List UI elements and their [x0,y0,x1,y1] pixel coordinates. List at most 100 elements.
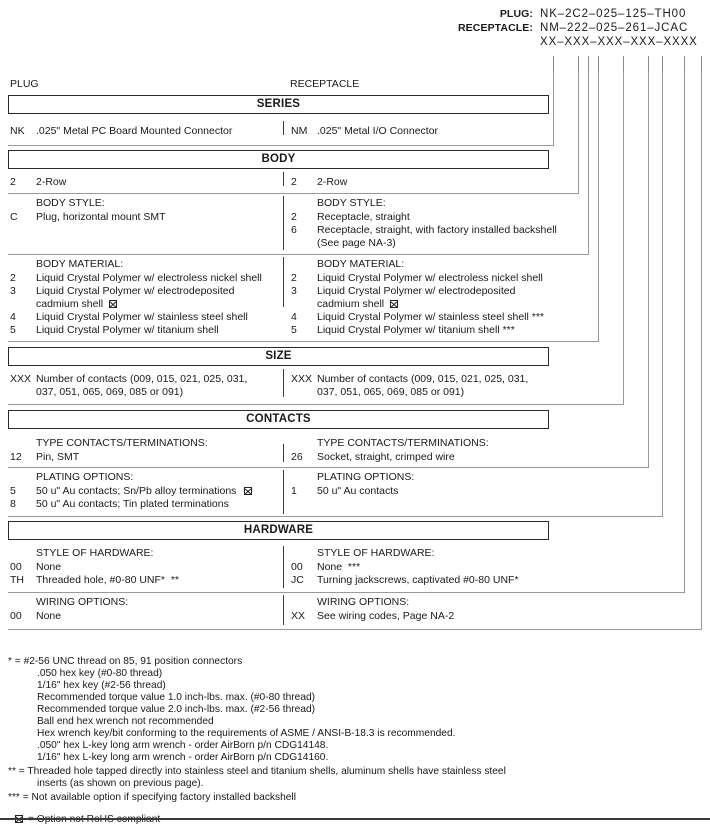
body-left-code: 2 [10,176,16,188]
wiring-right-text: See wiring codes, Page NA-2 [317,610,455,622]
rule-after-plating [8,516,549,517]
body-material-left-text-4: Liquid Crystal Polymer w/ titanium shell [36,324,219,336]
part-number-mask-row: XX–XXX–XXX–XXX–XXXX [0,36,710,50]
hardware-style-right-text-1: Turning jackscrews, captivated #0-80 UNF… [317,574,519,586]
wiring-right-heading: WIRING OPTIONS: [317,596,410,608]
body-material-right-heading: BODY MATERIAL: [317,258,405,270]
footnote-star1-line-0: .050 hex key (#0-80 thread) [37,668,163,679]
hardware-style-left-text-1: Threaded hole, #0-80 UNF* ** [36,574,179,586]
contact-type-right-code: 26 [291,451,303,463]
body-style-right-text-0: Receptacle, straight [317,211,410,223]
bracket-body-style-h [549,254,589,255]
footnote-star1: * = #2-56 UNC thread on 85, 91 position … [8,656,243,667]
body-material-left-text-0: Liquid Crystal Polymer w/ electroless ni… [36,272,262,284]
mask-value: XX–XXX–XXX–XXX–XXXX [540,36,698,48]
divider-wiring [283,595,284,625]
footnote-star1-line-3: Recommended torque value 2.0 inch-lbs. m… [37,704,316,715]
body-material-right-text-0: Liquid Crystal Polymer w/ electroless ni… [317,272,543,284]
bracket-body-material-v [598,72,599,342]
footnote-star1-line-4: Ball end hex wrench not recommended [37,716,214,727]
bracket-size-v [623,72,624,405]
page-bottom-rule [0,818,710,820]
bracket-series-h [549,145,554,146]
footnote-rohs: = Option not RoHS compliant [14,814,160,826]
divider-body-style [283,196,284,250]
body-material-right-code-3: 4 [291,311,297,323]
tick-body-material [598,56,599,72]
series-left-code: NK [10,125,25,137]
plating-left-text-0-label: 50 u" Au contacts; Sn/Pb alloy terminati… [36,485,237,497]
contact-type-left-heading: TYPE CONTACTS/TERMINATIONS: [36,437,208,449]
wiring-left-text: None [36,610,62,622]
body-material-left-code-4: 5 [10,324,16,336]
size-right-text-0: Number of contacts (009, 015, 021, 025, … [317,373,529,385]
plating-left-code-0: 5 [10,485,16,497]
tick-series [553,56,554,72]
bracket-contact-type-v [648,72,649,468]
tick-wiring [701,56,702,72]
body-style-right-heading: BODY STYLE: [317,197,386,209]
divider-contact-type [283,444,284,462]
bracket-hardware-style-h [549,592,685,593]
footnote-star2: ** = Threaded hole tapped directly into … [8,766,506,777]
bracket-body-style-v [588,72,589,255]
plug-value: NK–2C2–025–125–TH00 [540,8,687,20]
body-material-left-text-2: cadmium shell [36,298,118,311]
footnote-star2-cont: inserts (as shown on previous page). [37,778,204,789]
size-left-text-0: Number of contacts (009, 015, 021, 025, … [36,373,248,385]
plating-left-text-0: 50 u" Au contacts; Sn/Pb alloy terminati… [36,485,253,498]
rule-after-wiring [8,629,549,630]
divider-plating [283,470,284,514]
rohs-icon [244,487,253,495]
section-header-hardware: HARDWARE [8,521,549,540]
body-material-right-code-0: 2 [291,272,297,284]
hardware-style-right-heading: STYLE OF HARDWARE: [317,547,435,559]
section-header-series: SERIES [8,95,549,114]
body-material-left-heading: BODY MATERIAL: [36,258,124,270]
part-number-receptacle-row: RECEPTACLE: NM–222–025–261–JCAC [0,22,710,36]
hardware-style-right-code-1: JC [291,574,304,586]
rule-after-hardware-style [8,592,549,593]
divider-body [283,172,284,186]
bracket-body-h [549,193,579,194]
size-left-text-1: 037, 051, 065, 069, 085 or 091) [36,386,184,398]
divider-series [283,121,284,135]
divider-size [283,369,284,397]
bracket-body-material-h [549,341,599,342]
hardware-style-left-code-0: 00 [10,561,22,573]
footnote-star1-line-7: 1/16" hex L-key long arm wrench - order … [37,752,329,763]
tick-body-style [588,56,589,72]
hardware-style-right-code-0: 00 [291,561,303,573]
footnote-star1-line-5: Hex wrench key/bit conforming to the req… [37,728,456,739]
body-left-text: 2-Row [36,176,67,188]
tick-contact-type [648,56,649,72]
body-style-right-text-2: (See page NA-3) [317,237,396,249]
body-style-right-code-1: 6 [291,224,297,236]
wiring-left-code: 00 [10,610,22,622]
part-number-plug-row: PLUG: NK–2C2–025–125–TH00 [0,8,710,22]
rohs-icon [109,300,118,308]
body-material-left-text-3: Liquid Crystal Polymer w/ stainless stee… [36,311,248,323]
series-left-text: .025" Metal PC Board Mounted Connector [36,125,233,137]
body-style-right-code-0: 2 [291,211,297,223]
bracket-wiring-v [701,72,702,630]
body-material-right-code-4: 5 [291,324,297,336]
body-material-left-text-1: Liquid Crystal Polymer w/ electrodeposit… [36,285,235,297]
footnote-star3: *** = Not available option if specifying… [8,792,296,803]
receptacle-value: NM–222–025–261–JCAC [540,22,689,34]
rohs-icon [390,300,399,308]
body-right-code: 2 [291,176,297,188]
body-material-right-text-1: Liquid Crystal Polymer w/ electrodeposit… [317,285,516,297]
section-header-size: SIZE [8,347,549,366]
body-material-left-code-0: 2 [10,272,16,284]
plating-left-code-1: 8 [10,498,16,510]
section-header-contacts: CONTACTS [8,410,549,429]
divider-hardware-style [283,546,284,588]
tick-plating [662,56,663,72]
contact-type-right-heading: TYPE CONTACTS/TERMINATIONS: [317,437,489,449]
part-number-tick-marks [0,56,710,74]
tick-size [623,56,624,72]
part-number-header: PLUG: NK–2C2–025–125–TH00 RECEPTACLE: NM… [0,8,710,50]
divider-body-material [283,257,284,307]
